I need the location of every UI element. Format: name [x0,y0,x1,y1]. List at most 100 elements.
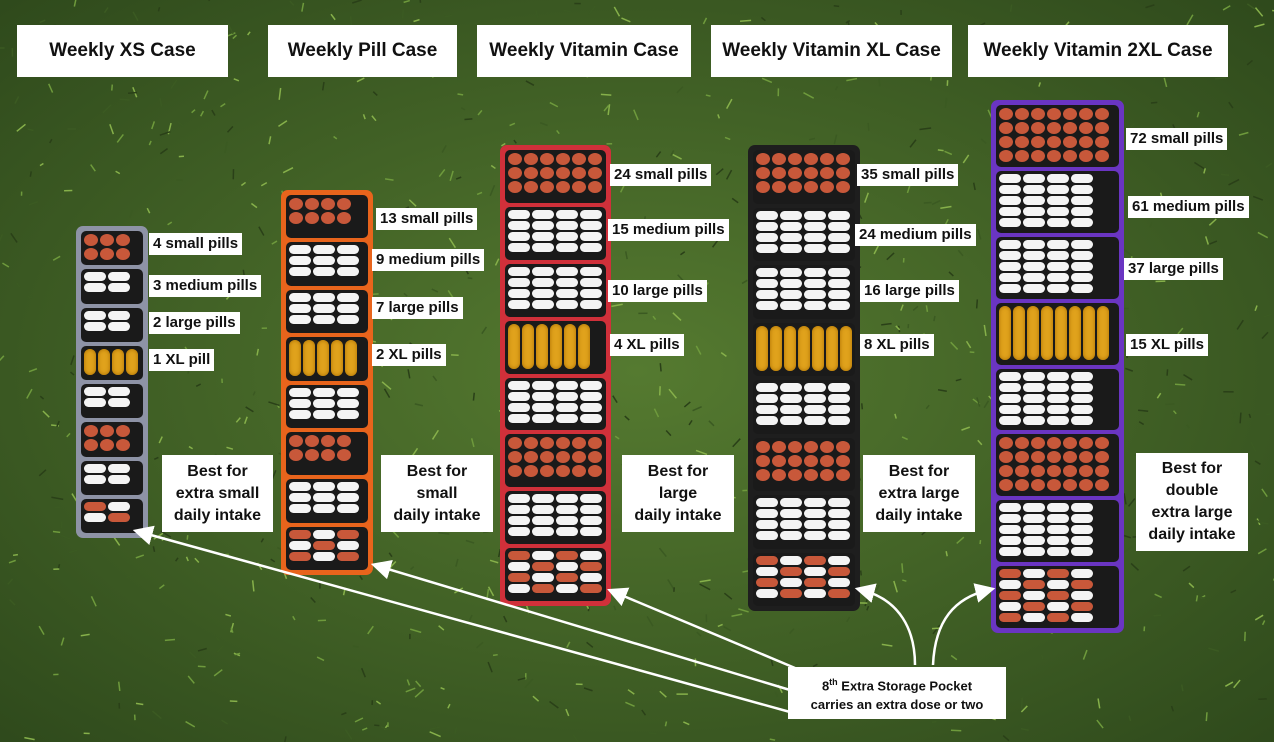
xs-large-count: 2 large pills [149,312,240,334]
pill [836,181,850,193]
pill [828,531,850,540]
pill [999,437,1013,450]
pill [999,602,1021,612]
pill [313,482,335,492]
pill [772,153,786,165]
pill [999,184,1021,194]
pill [828,221,850,231]
pill [532,266,554,276]
pill [836,440,850,453]
pill [572,465,586,478]
pill [1095,465,1109,478]
pill [524,437,538,450]
pill [337,212,351,224]
pill [756,416,778,425]
pill [756,531,778,540]
vitamin-large-count: 10 large pills [608,280,707,302]
pill [1071,261,1093,271]
vitamin-2xl-best-for: Best for double extra large daily intake [1136,453,1248,551]
pill [1015,150,1029,162]
pill [305,448,319,461]
pill [84,310,106,320]
best-line: extra large [878,484,960,502]
pill [508,562,530,572]
pill [828,279,850,288]
pill [1071,547,1093,557]
pill [828,290,850,299]
pill [532,209,554,219]
pill [313,493,335,503]
compartment [996,566,1119,628]
pill [1047,371,1069,381]
pill-small-count: 13 small pills [376,208,478,230]
pill [556,494,578,504]
pill [1015,465,1029,478]
pill [84,474,106,484]
pill [84,348,96,375]
pill-large-count: 7 large pills [372,297,463,319]
pill [1071,602,1093,612]
compartment [753,265,855,319]
pill [1031,437,1045,450]
pill [588,437,602,450]
pill [532,231,554,241]
pill [126,348,138,375]
pill [108,310,130,320]
pill [289,387,311,397]
pill [532,299,554,309]
pill [532,584,554,594]
pill [756,232,778,242]
pill [317,340,329,376]
pill [1015,136,1029,148]
pill [798,325,810,371]
pill [580,527,602,537]
pill [508,402,530,412]
pill [999,613,1021,623]
compartment [81,460,143,495]
pill [836,167,850,179]
compartment [286,337,368,381]
pill [1047,195,1069,205]
pill [1079,150,1093,162]
pill [828,301,850,310]
pill [556,288,578,298]
pill [1063,108,1077,120]
pill [289,504,311,514]
pill [337,245,359,255]
compartment [753,150,855,204]
pill [580,573,602,583]
pill [999,239,1021,249]
pill [836,153,850,165]
xs-small-count: 4 small pills [149,233,243,255]
pill [532,380,554,390]
pill [999,591,1021,601]
title-pill-case: Weekly Pill Case [268,25,457,77]
best-line: Best for [406,462,468,480]
pill [321,212,335,224]
pill [1079,437,1093,450]
pill [1047,465,1061,478]
pill [756,383,778,392]
pill [999,150,1013,162]
pill [1047,108,1061,120]
pill [999,122,1013,134]
pill [828,232,850,242]
pill [1047,602,1069,612]
pill [1031,136,1045,148]
pill [1047,451,1061,464]
pill [1083,305,1095,360]
pill [1047,150,1061,162]
pill [580,505,602,515]
pill [1047,437,1061,450]
pill [836,468,850,481]
best-line: daily intake [1148,526,1236,543]
pill [289,398,311,408]
pill [780,588,802,598]
pill [580,288,602,298]
compartment [286,479,368,523]
pill [836,454,850,467]
compartment [81,231,143,266]
pill [772,440,786,453]
pill [999,393,1021,403]
pill [556,391,578,401]
